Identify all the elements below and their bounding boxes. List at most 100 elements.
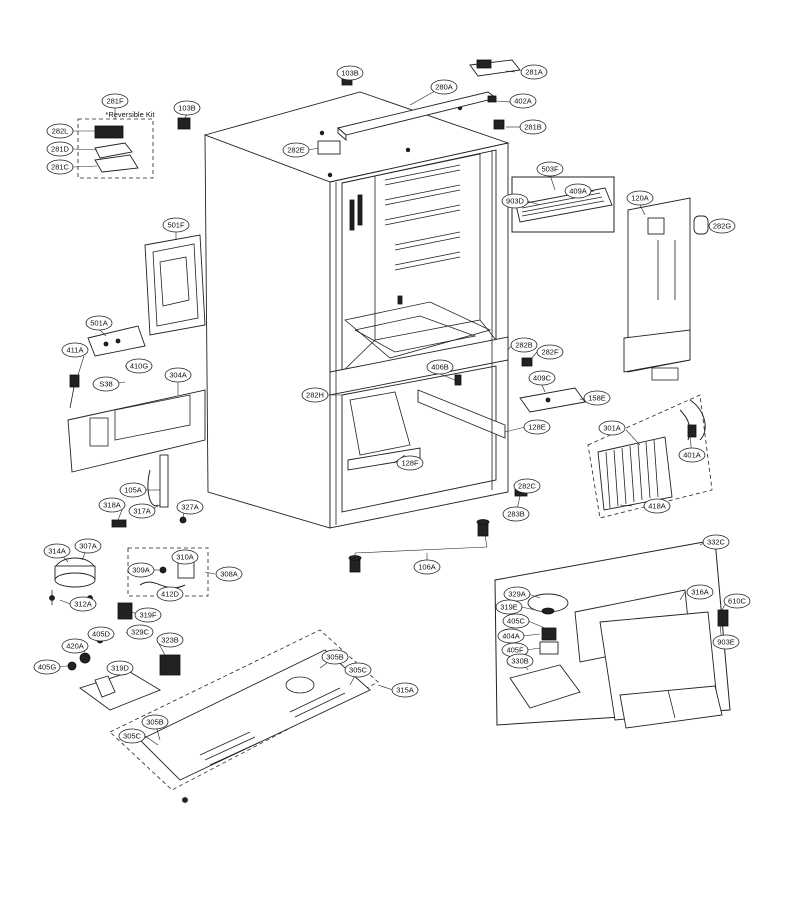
- label-409c: 409C: [528, 370, 556, 386]
- label-103b-left: 103B: [173, 100, 201, 116]
- label-315a: 315A: [391, 682, 419, 698]
- label-105a: 105A: [119, 482, 147, 498]
- label-282h: 282H: [301, 387, 329, 403]
- svg-text:501F: 501F: [167, 221, 185, 230]
- svg-text:330B: 330B: [511, 657, 529, 666]
- label-282c: 282C: [513, 478, 541, 494]
- svg-text:304A: 304A: [169, 371, 187, 380]
- svg-text:410G: 410G: [130, 362, 149, 371]
- evaporator-418a: [587, 394, 713, 519]
- label-410g: 410G: [125, 358, 153, 374]
- reversible-kit-note: *Reversible Kit: [105, 110, 155, 119]
- label-310a: 310A: [171, 549, 199, 565]
- label-308a: 308A: [215, 566, 243, 582]
- label-402a: 402A: [509, 93, 537, 109]
- label-332c: 332C: [702, 534, 730, 550]
- svg-text:309A: 309A: [132, 566, 150, 575]
- svg-text:405D: 405D: [92, 630, 111, 639]
- svg-text:319E: 319E: [500, 603, 518, 612]
- label-319d: 319D: [106, 660, 134, 676]
- svg-text:314A: 314A: [48, 547, 66, 556]
- label-411a: 411A: [61, 342, 89, 358]
- svg-text:316A: 316A: [691, 588, 709, 597]
- label-158e: 158E: [583, 390, 611, 406]
- svg-text:404A: 404A: [502, 632, 520, 641]
- label-309a: 309A: [127, 562, 155, 578]
- compressor-307a: [49, 557, 96, 605]
- top-hinge-assembly: [177, 59, 521, 155]
- svg-text:406B: 406B: [431, 363, 449, 372]
- label-405g: 405G: [33, 659, 61, 675]
- svg-text:405C: 405C: [507, 617, 526, 626]
- label-405c: 405C: [502, 613, 530, 629]
- label-406b: 406B: [426, 359, 454, 375]
- svg-text:282H: 282H: [306, 391, 324, 400]
- label-314a: 314A: [43, 543, 71, 559]
- label-305b-top: 305B: [321, 649, 349, 665]
- svg-text:329A: 329A: [508, 590, 526, 599]
- label-282f: 282F: [536, 344, 564, 360]
- svg-text:319D: 319D: [111, 664, 130, 673]
- label-283b: 283B: [502, 506, 530, 522]
- svg-text:282E: 282E: [287, 146, 305, 155]
- svg-text:420A: 420A: [66, 642, 84, 651]
- svg-text:401A: 401A: [683, 451, 701, 460]
- label-304a: 304A: [164, 367, 192, 383]
- label-329c: 329C: [126, 624, 154, 640]
- label-501f: 501F: [162, 217, 190, 233]
- svg-text:281D: 281D: [51, 145, 70, 154]
- svg-text:103B: 103B: [341, 69, 359, 78]
- label-282e: 282E: [282, 142, 310, 158]
- label-106a: 106A: [413, 559, 441, 575]
- label-305c-right: 305C: [344, 662, 372, 678]
- label-501a: 501A: [85, 315, 113, 331]
- label-317a: 317A: [128, 503, 156, 519]
- svg-text:307A: 307A: [79, 542, 97, 551]
- label-301a: 301A: [598, 420, 626, 436]
- svg-text:903D: 903D: [506, 197, 525, 206]
- label-103b-top: 103B: [336, 65, 364, 81]
- svg-text:105A: 105A: [124, 486, 142, 495]
- label-305b-bottom: 305B: [141, 714, 169, 730]
- svg-text:305C: 305C: [123, 732, 142, 741]
- svg-text:305B: 305B: [146, 718, 164, 727]
- svg-text:411A: 411A: [67, 346, 84, 355]
- svg-text:405G: 405G: [38, 663, 57, 672]
- label-318a: 318A: [98, 497, 126, 513]
- label-330b: 330B: [506, 653, 534, 669]
- svg-text:128E: 128E: [528, 423, 546, 432]
- label-281f: 281F: [101, 93, 129, 109]
- svg-text:610C: 610C: [728, 597, 747, 606]
- refrigerator-cabinet: [203, 91, 528, 573]
- reversible-kit-box: *Reversible Kit: [77, 110, 156, 179]
- svg-text:315A: 315A: [396, 686, 414, 695]
- svg-text:312A: 312A: [74, 600, 92, 609]
- svg-text:S38: S38: [99, 380, 112, 389]
- svg-text:501A: 501A: [90, 319, 108, 328]
- svg-text:318A: 318A: [103, 501, 121, 510]
- svg-text:283B: 283B: [507, 510, 525, 519]
- svg-text:280A: 280A: [435, 83, 453, 92]
- ice-duct-120a: [623, 197, 709, 381]
- label-316a: 316A: [686, 584, 714, 600]
- label-319f: 319F: [134, 607, 162, 623]
- lower-left-parts: [67, 602, 181, 711]
- svg-text:282B: 282B: [515, 341, 533, 350]
- svg-text:103B: 103B: [178, 104, 196, 113]
- svg-text:308A: 308A: [220, 570, 238, 579]
- label-312a: 312A: [69, 596, 97, 612]
- svg-text:323B: 323B: [161, 636, 179, 645]
- label-610c: 610C: [723, 593, 751, 609]
- fan-shroud-503f: [511, 176, 615, 233]
- label-903d: 903D: [501, 193, 529, 209]
- label-404a: 404A: [497, 628, 525, 644]
- label-319e: 319E: [495, 599, 523, 615]
- svg-text:281F: 281F: [106, 97, 124, 106]
- svg-text:418A: 418A: [648, 502, 666, 511]
- svg-text:106A: 106A: [418, 563, 436, 572]
- label-327a: 327A: [176, 499, 204, 515]
- svg-text:158E: 158E: [588, 394, 606, 403]
- label-281a: 281A: [520, 64, 548, 80]
- label-401a: 401A: [678, 447, 706, 463]
